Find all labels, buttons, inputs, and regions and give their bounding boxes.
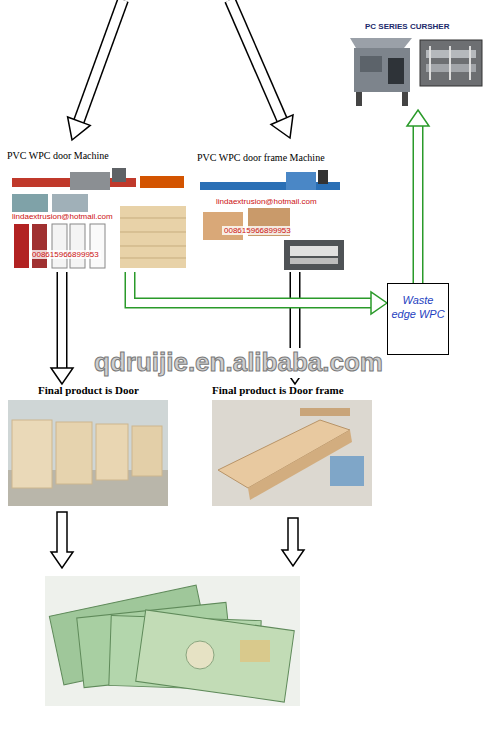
incoming-arrow [68,0,123,140]
arrow-shaft [413,126,424,283]
process-box: Waste edge WPC [387,283,449,355]
phone-watermark: 008615966899953 [222,226,293,235]
crusher-panel: PC SERIES CURSHER [345,18,485,110]
flow-arrow [407,110,429,283]
node-title: PC SERIES CURSHER [365,22,485,32]
arrow-head [371,292,387,314]
arrow-shaft [130,272,371,303]
flow-arrow [51,272,73,384]
flow-arrow [130,272,387,314]
incoming-arrow [230,0,293,138]
product-panel: Final product is Door frame [210,384,372,506]
result-arrow [282,518,304,566]
node-title: Waste edge WPC [391,294,445,322]
crusher-picture [350,38,482,106]
arrow-shaft [130,272,371,303]
arrow-shaft [414,126,422,283]
result-arrow [51,512,73,568]
site-watermark: qdruijie.en.alibaba.com [92,348,385,378]
machine-panel: PVC WPC door frame Machine [195,152,347,272]
door-machine-picture [8,168,188,270]
node-title: Final product is Door frame [212,384,372,398]
contact-watermark: lindaextrusion@hotmail.com [214,197,319,206]
money-picture [45,576,300,706]
arrow-shaft [58,272,66,368]
arrow-head [51,368,73,384]
arrow-head [407,110,429,126]
product-panel: Final product is Door [8,384,168,506]
frame-photo [212,400,372,506]
contact-watermark: lindaextrusion@hotmail.com [10,212,115,221]
frame-machine-picture [198,170,346,272]
door-photo [8,400,168,506]
arrow-shaft [57,272,68,368]
node-title: Final product is Door [38,384,168,398]
phone-watermark: 008615966899953 [30,250,101,259]
node-title: PVC WPC door Machine [7,150,190,163]
node-title: PVC WPC door frame Machine [197,152,347,165]
